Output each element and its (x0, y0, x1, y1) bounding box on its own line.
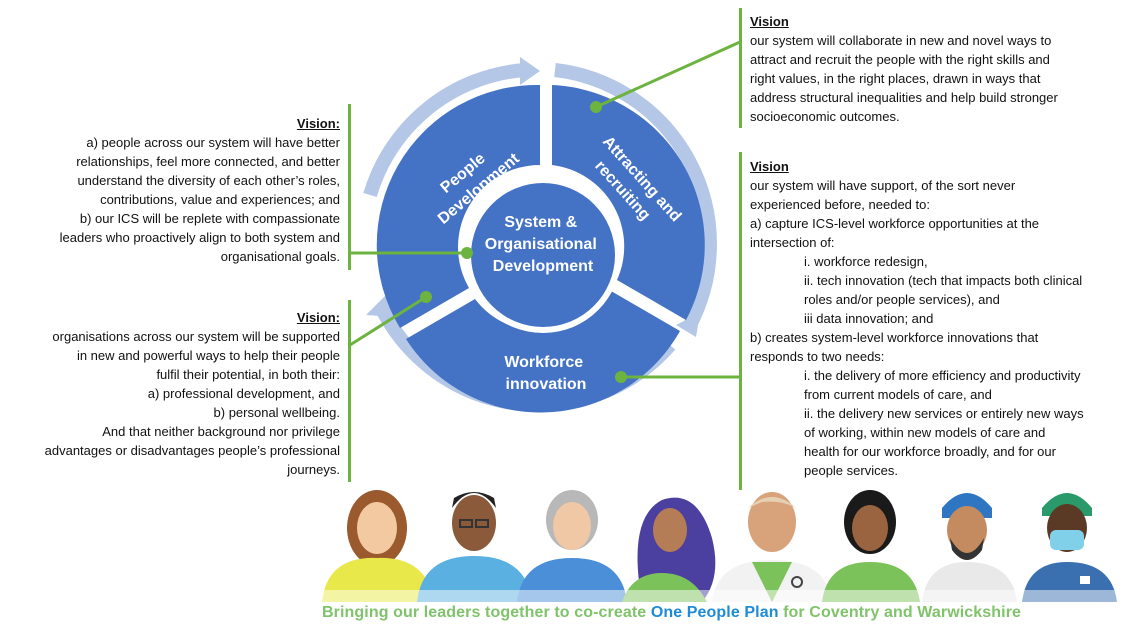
doctor-icon (712, 492, 832, 602)
vision-line: And that neither background nor privileg… (102, 424, 340, 439)
vision-line: leaders who proactively align to both sy… (59, 230, 340, 245)
vision-line: health for our workforce broadly, and fo… (804, 444, 1056, 459)
vision-line: attract and recruit the people with the … (750, 52, 1050, 67)
vision-line: a) capture ICS-level workforce opportuni… (750, 216, 1040, 231)
vision-line: address structural inequalities and help… (750, 90, 1058, 105)
vision-line: advantages or disadvantages people’s pro… (44, 443, 340, 458)
vision-line: organisations across our system will be … (52, 329, 340, 344)
vbar-left-bottom (348, 300, 351, 482)
vision-line: experienced before, needed to: (750, 197, 930, 212)
man-glasses-icon (417, 492, 532, 602)
footer-tagline: Bringing our leaders together to co-crea… (322, 604, 1142, 622)
vision-line: socioeconomic outcomes. (750, 109, 900, 124)
vision-heading: Vision (750, 14, 789, 29)
vbar-top-right (739, 8, 742, 128)
vision-line: a) people across our system will have be… (86, 135, 340, 150)
vision-line: our system will collaborate in new and n… (750, 33, 1052, 48)
center-label: System & Organisational Development (485, 214, 601, 275)
vision-line: responds to two needs: (750, 349, 885, 364)
vision-top-right: Vision our system will collaborate in ne… (750, 12, 1130, 126)
vision-heading: Vision (750, 159, 789, 174)
segment-attracting-recruiting (552, 85, 705, 320)
vision-line: ii. tech innovation (tech that impacts b… (804, 273, 1083, 288)
vision-line: of working, within new models of care an… (804, 425, 1046, 440)
vision-line: relationships, feel more connected, and … (76, 154, 340, 169)
vision-line: journeys. (287, 462, 340, 477)
workforce-innovation-label: Workforce innovation (504, 354, 587, 393)
older-woman-icon (517, 490, 627, 602)
vision-line: roles and/or people services), and (804, 292, 1000, 307)
footer-suffix: for Coventry and Warwickshire (778, 604, 1022, 621)
vbar-right (739, 152, 742, 490)
footer-prefix: Bringing our leaders together to co-crea… (322, 604, 651, 621)
vision-line: understand the diversity of each other’s… (77, 173, 340, 188)
vision-left-bottom: Vision: organisations across our system … (5, 308, 340, 479)
vision-right: Vision our system will have support, of … (750, 157, 1145, 480)
vision-line: intersection of: (750, 235, 835, 250)
vision-line: in new and powerful ways to help their p… (76, 348, 340, 363)
surgeon-icon (1022, 493, 1117, 602)
vision-line: fulfil their potential, in both their: (156, 367, 340, 382)
vision-line: people services. (804, 463, 898, 478)
vision-line: from current models of care, and (804, 387, 992, 402)
vision-line: right values, in the right places, drawn… (750, 71, 1041, 86)
vision-line: b) creates system-level workforce innova… (750, 330, 1039, 345)
vision-line: b) personal wellbeing. (213, 405, 340, 420)
people-illustration (322, 490, 1147, 602)
vbar-left-top (348, 104, 351, 270)
vision-left-top: Vision: a) people across our system will… (5, 114, 340, 266)
vision-line: our system will have support, of the sor… (750, 178, 1016, 193)
segment-people-development (376, 84, 540, 328)
woman-hijab-icon (622, 497, 716, 602)
footer-highlight: One People Plan (650, 604, 779, 621)
cycle-diagram: System & Organisational Development Peop… (363, 57, 717, 413)
vision-line: i. the delivery of more efficiency and p… (804, 368, 1081, 383)
vision-heading: Vision: (296, 310, 340, 325)
vision-line: organisational goals. (220, 249, 340, 264)
vision-line: iii data innovation; and (804, 311, 934, 326)
vision-line: i. workforce redesign, (804, 254, 928, 269)
vision-line: contributions, value and experiences; an… (100, 192, 340, 207)
man-turban-icon (922, 493, 1017, 602)
vision-line: ii. the delivery new services or entirel… (804, 406, 1084, 421)
vision-line: b) our ICS will be replete with compassi… (79, 211, 340, 226)
vision-line: a) professional development, and (147, 386, 340, 401)
segment-workforce-innovation (406, 291, 680, 413)
vision-heading: Vision: (296, 116, 340, 131)
woman-yellow-icon (322, 490, 434, 602)
nurse-icon (822, 490, 920, 602)
